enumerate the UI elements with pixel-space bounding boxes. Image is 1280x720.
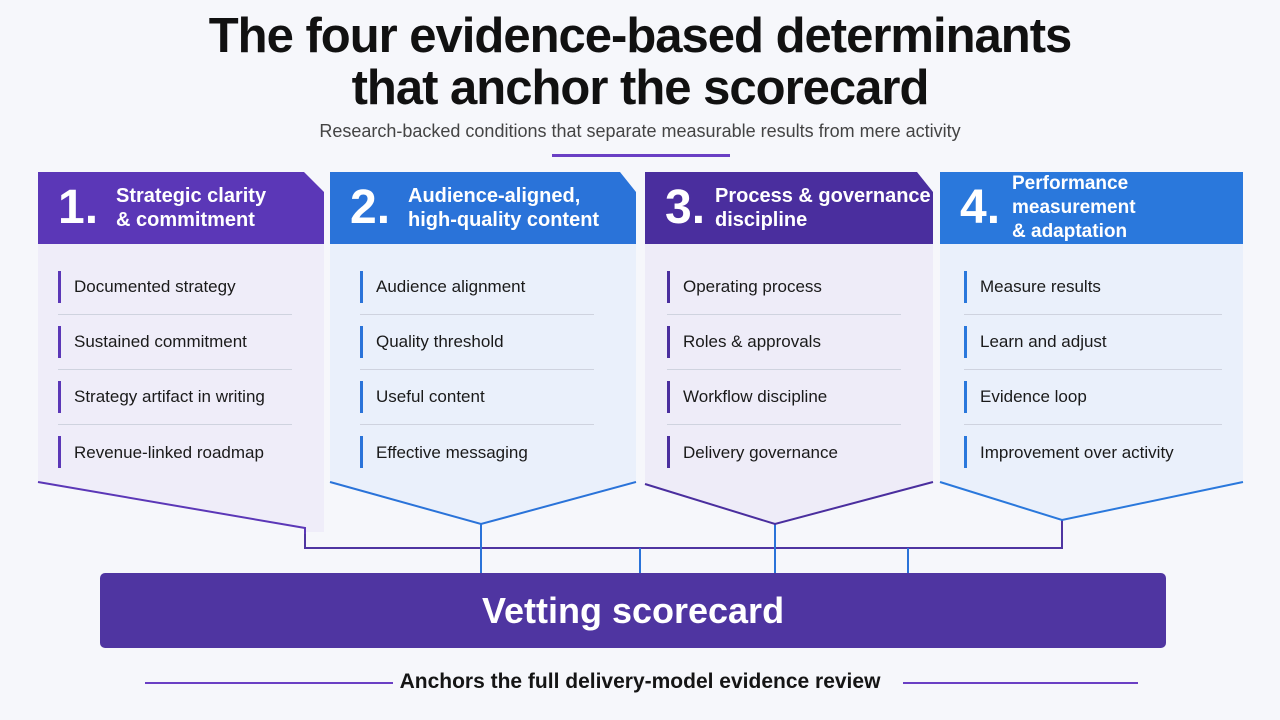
list-item: Documented strategy [58,260,292,315]
card-number: 1. [58,181,99,234]
card-number: 3. [665,181,706,234]
list-item: Roles & approvals [667,315,901,370]
card-heading: Strategic clarity & commitment [116,185,267,231]
list-item: Effective messaging [360,425,594,480]
footer-caption: Anchors the full delivery-model evidence… [399,670,881,693]
card-heading: Process & governance discipline [715,185,931,231]
subtitle-divider [552,154,730,157]
vetting-scorecard-box: Vetting scorecard [100,573,1166,648]
determinant-card-1: 1. Strategic clarity & commitment Docume… [37,172,344,534]
list-item: Improvement over activity [964,425,1222,480]
list-item: Learn and adjust [964,315,1222,370]
card-body [37,244,344,534]
card-item-list: Operating process Roles & approvals Work… [667,260,901,480]
card-heading: Performance measurement & adaptation [1012,173,1136,242]
card-heading: Audience-aligned, high-quality content [408,185,600,231]
card-item-list: Audience alignment Quality threshold Use… [360,260,594,480]
list-item: Measure results [964,260,1222,315]
page-subtitle: Research-backed conditions that separate… [319,121,961,141]
list-item: Revenue-linked roadmap [58,425,292,480]
page-title: The four evidence-based determinants tha… [0,10,1280,114]
determinant-card-2: 2. Audience-aligned, high-quality conten… [329,172,637,526]
list-item: Workflow discipline [667,370,901,425]
card-header: 2. Audience-aligned, high-quality conten… [330,172,636,244]
card-number: 4. [960,181,1001,234]
card-body [939,244,1244,522]
title-line-1: The four evidence-based determinants [208,9,1073,63]
card-header: 4. Performance measurement & adaptation [940,172,1243,244]
title-line-2: that anchor the scorecard [351,61,930,115]
list-item: Strategy artifact in writing [58,370,292,425]
list-item: Operating process [667,260,901,315]
card-header: 3. Process & governance discipline [645,172,951,244]
list-item: Useful content [360,370,594,425]
footer-rule-left [145,682,393,684]
card-header: 1. Strategic clarity & commitment [38,172,344,244]
determinant-card-3: 3. Process & governance discipline Opera… [644,172,951,526]
list-item: Evidence loop [964,370,1222,425]
card-item-list: Measure results Learn and adjust Evidenc… [964,260,1222,480]
card-item-list: Documented strategy Sustained commitment… [58,260,292,480]
list-item: Delivery governance [667,425,901,480]
card-number: 2. [350,181,391,234]
list-item: Sustained commitment [58,315,292,370]
determinant-card-4: 4. Performance measurement & adaptation … [939,172,1244,522]
list-item: Audience alignment [360,260,594,315]
list-item: Quality threshold [360,315,594,370]
footer-rule-right [903,682,1138,684]
